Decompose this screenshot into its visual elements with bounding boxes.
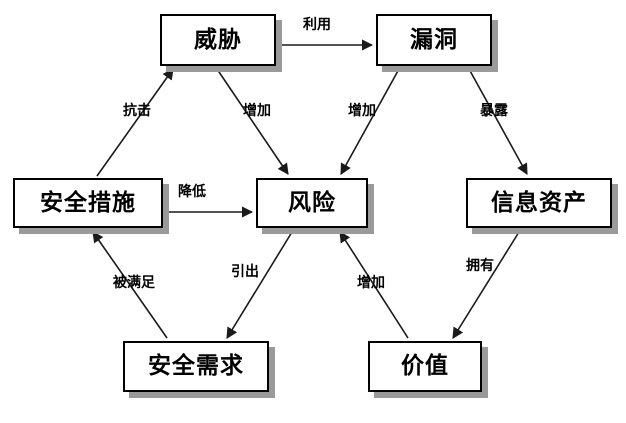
node-label-asset: 信息资产 bbox=[491, 189, 587, 216]
edge-line-increase-threat bbox=[216, 68, 289, 175]
node-value[interactable]: 价值 bbox=[368, 341, 482, 392]
node-label-threat: 威胁 bbox=[194, 26, 242, 53]
edge-line-expose bbox=[468, 68, 528, 175]
edge-line-own bbox=[452, 231, 520, 339]
node-safeguard[interactable]: 安全措施 bbox=[13, 178, 163, 228]
edge-label-increase-vulnerability: 增加 bbox=[348, 103, 376, 119]
edge-label-increase-threat: 增加 bbox=[243, 103, 271, 119]
node-threat[interactable]: 威胁 bbox=[160, 14, 276, 66]
node-label-value: 价值 bbox=[401, 353, 449, 379]
node-security-requirement[interactable]: 安全需求 bbox=[123, 341, 269, 392]
edge-label-reduce: 降低 bbox=[178, 184, 206, 200]
node-risk[interactable]: 风险 bbox=[256, 178, 368, 228]
edge-line-derive bbox=[226, 231, 293, 339]
node-vulnerability[interactable]: 漏洞 bbox=[376, 14, 492, 66]
edge-label-increase-value: 增加 bbox=[357, 275, 385, 291]
node-label-risk: 风险 bbox=[288, 189, 336, 216]
edge-line-resist bbox=[96, 68, 174, 177]
edge-label-exploit: 利用 bbox=[303, 17, 331, 33]
node-label-safeguard: 安全措施 bbox=[40, 189, 136, 216]
edge-label-resist: 抗击 bbox=[123, 103, 151, 119]
edge-line-satisfied bbox=[92, 231, 168, 339]
node-label-vulnerability: 漏洞 bbox=[410, 26, 458, 53]
edge-label-own: 拥有 bbox=[466, 258, 494, 274]
edge-line-increase-value bbox=[339, 231, 409, 339]
node-label-security-requirement: 安全需求 bbox=[148, 353, 244, 379]
edge-label-derive: 引出 bbox=[231, 264, 259, 280]
edge-line-increase-vuln bbox=[340, 68, 400, 175]
node-asset[interactable]: 信息资产 bbox=[466, 178, 612, 228]
edge-label-satisfied: 被满足 bbox=[113, 275, 155, 291]
edge-label-expose: 暴露 bbox=[480, 103, 508, 119]
